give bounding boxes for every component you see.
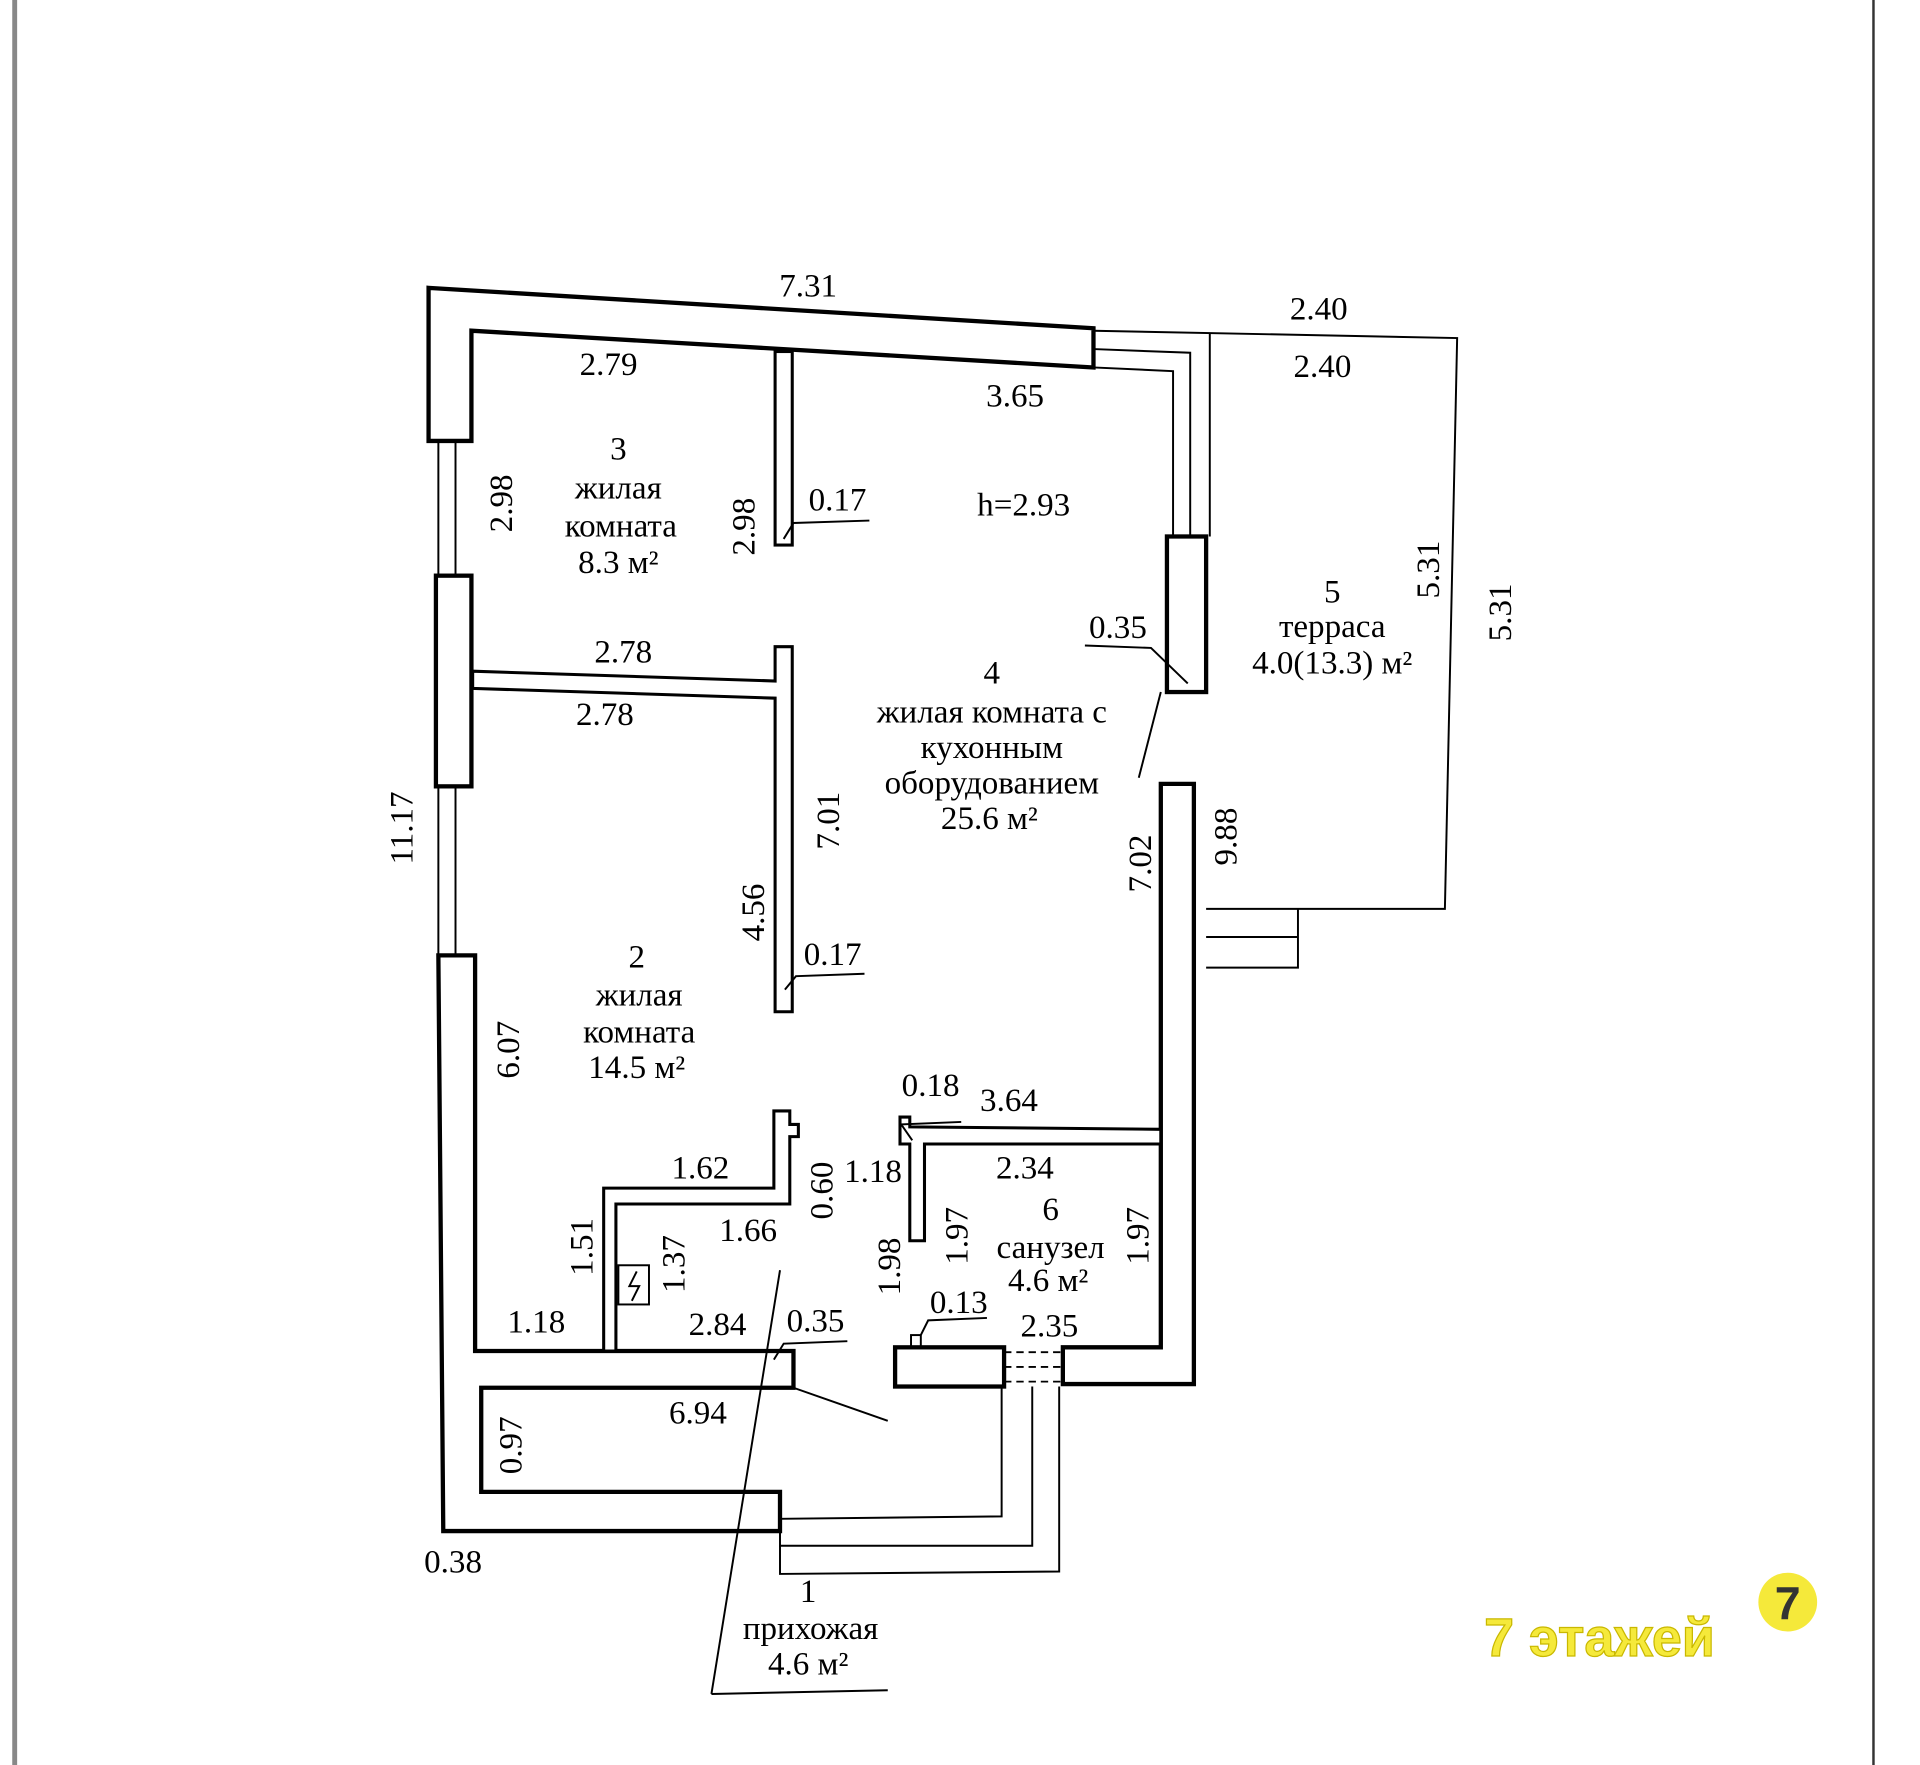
dim: 2.78 xyxy=(594,635,652,671)
dim: 5.31 xyxy=(1411,541,1447,599)
dim: 2.98 xyxy=(726,498,762,556)
logo-badge-number: 7 xyxy=(1775,1577,1801,1629)
dim: 0.17 xyxy=(809,483,867,519)
dim: 2.84 xyxy=(689,1307,747,1343)
room1-name: прихожая xyxy=(743,1611,879,1647)
room2-name: жилая xyxy=(595,978,683,1014)
ceiling-height: h=2.93 xyxy=(977,488,1070,524)
partition-3-4 xyxy=(773,349,794,547)
dim: 0.38 xyxy=(424,1545,482,1581)
watermark-text: 7 этажей xyxy=(1484,1608,1715,1668)
entrance-step-2 xyxy=(779,1386,1034,1547)
wall-top xyxy=(426,285,1096,444)
wall-left-mid xyxy=(433,573,474,789)
wall-right xyxy=(1060,781,1197,1387)
room3-name: жилая xyxy=(574,471,662,507)
dim: 5.31 xyxy=(1483,583,1519,641)
dim: 6.94 xyxy=(669,1395,727,1431)
dim: 1.97 xyxy=(1121,1207,1157,1265)
dim: 1.62 xyxy=(671,1150,729,1186)
dim: 1.98 xyxy=(872,1238,908,1296)
dim: 6.07 xyxy=(491,1021,527,1079)
dim: 7.31 xyxy=(779,268,837,304)
watermark-logo: 7 этажей 7 xyxy=(1483,1572,1818,1669)
dim: 2.35 xyxy=(1020,1308,1078,1344)
room4-name-2: кухонным xyxy=(921,730,1063,766)
dim: 7.02 xyxy=(1123,835,1159,893)
logo-badge-icon xyxy=(1758,1572,1818,1632)
dim: 0.35 xyxy=(1089,610,1147,646)
dim: 2.34 xyxy=(996,1150,1054,1186)
room6-number: 6 xyxy=(1042,1192,1059,1228)
dim: 1.37 xyxy=(656,1235,692,1293)
wall-bath-left xyxy=(892,1345,1007,1389)
dim: 2.98 xyxy=(484,474,520,532)
room4-area: 25.6 м² xyxy=(941,801,1038,837)
entrance-step-1 xyxy=(779,1386,1003,1520)
room6-name: санузел xyxy=(997,1230,1105,1266)
terrace-step-outer xyxy=(1206,908,1299,969)
dim: 2.40 xyxy=(1290,292,1348,328)
dim: 0.13 xyxy=(930,1285,988,1321)
room3-number: 3 xyxy=(610,431,627,467)
room4-name-3: оборудованием xyxy=(885,766,1100,802)
wall-right-upper xyxy=(1164,534,1209,695)
dim: 0.60 xyxy=(805,1162,841,1220)
wall-left-bottom xyxy=(436,953,796,1534)
room3-area: 8.3 м² xyxy=(578,545,658,581)
partition-hall xyxy=(602,1109,800,1353)
electric-panel-icon xyxy=(617,1264,650,1306)
dim: 0.18 xyxy=(902,1068,960,1104)
dim: 3.65 xyxy=(986,379,1044,415)
room3-name-2: комната xyxy=(565,508,678,544)
dim: 1.66 xyxy=(719,1213,777,1249)
dim: 11.17 xyxy=(385,791,421,864)
dim: 1.97 xyxy=(939,1207,975,1265)
room4-name: жилая комната с xyxy=(876,695,1107,731)
dim: 2.78 xyxy=(576,697,634,733)
room5-number: 5 xyxy=(1324,575,1341,611)
dim: 7.01 xyxy=(811,792,847,850)
dim: 1.18 xyxy=(844,1154,902,1190)
dim: 0.35 xyxy=(787,1303,845,1339)
dim: 3.64 xyxy=(980,1083,1038,1119)
terrace-window-inner xyxy=(1093,366,1175,537)
entrance-step-3 xyxy=(779,1386,1061,1575)
room2-name-2: комната xyxy=(583,1014,696,1050)
terrace-outline xyxy=(1093,329,1459,910)
room5-name: терраса xyxy=(1279,609,1386,645)
dim: 2.40 xyxy=(1294,349,1352,385)
terrace-window xyxy=(1093,348,1192,537)
dim: 1.51 xyxy=(565,1218,601,1276)
dim: 2.79 xyxy=(580,347,638,383)
dim: 9.88 xyxy=(1209,808,1245,866)
room1-area: 4.6 м² xyxy=(768,1646,848,1682)
partition-2-3-4 xyxy=(471,645,794,1014)
dim: 0.97 xyxy=(494,1416,530,1474)
room4-number: 4 xyxy=(984,655,1001,691)
room1-number: 1 xyxy=(800,1574,817,1610)
dim: 1.18 xyxy=(507,1305,565,1341)
dim: 0.17 xyxy=(804,937,862,973)
room5-area: 4.0(13.3) м² xyxy=(1252,646,1412,682)
room6-area: 4.6 м² xyxy=(1008,1263,1088,1299)
room2-area: 14.5 м² xyxy=(588,1050,685,1086)
room2-number: 2 xyxy=(628,940,645,976)
dim: 4.56 xyxy=(736,884,772,942)
